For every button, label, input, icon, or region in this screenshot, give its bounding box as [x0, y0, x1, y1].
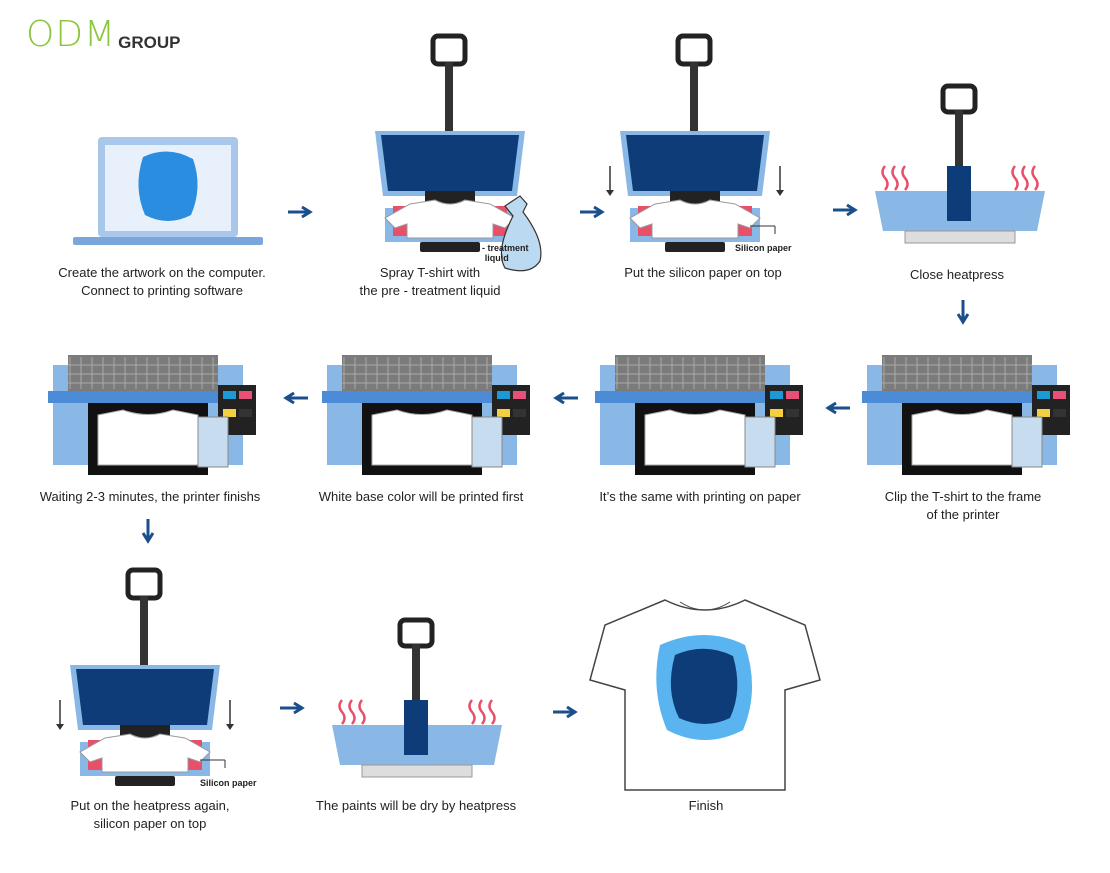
- heatpress-closed-icon: [332, 617, 502, 778]
- printer-icon: [322, 355, 530, 475]
- step-6-illustration: [595, 355, 810, 480]
- step-8-label: Waiting 2-3 minutes, the printer finishs: [39, 489, 261, 504]
- step-3-note: Silicon paper: [735, 243, 792, 253]
- step-5-label: Clip the T-shirt to the frame of the pri…: [884, 489, 1042, 522]
- step-1-illustration: [73, 137, 273, 257]
- flow-arrow-icon: [833, 203, 858, 217]
- odm-group-logo: ODM GROUP: [26, 14, 181, 55]
- step-6-label: It’s the same with printing on paper: [599, 489, 801, 504]
- flow-arrow-icon: [956, 300, 970, 325]
- flow-arrow-icon: [280, 701, 305, 715]
- step-1-label: Create the artwork on the computer. Conn…: [58, 265, 266, 298]
- step-8-illustration: [48, 355, 263, 480]
- heatpress-open-icon: [606, 33, 784, 252]
- printer-icon: [595, 355, 803, 475]
- step-11-label: Finish: [688, 798, 724, 813]
- step-9-label: Put on the heatpress again, silicon pape…: [70, 798, 230, 831]
- step-9-illustration: [50, 567, 250, 790]
- logo-brand: ODM: [26, 14, 117, 55]
- tshirt-icon: [589, 599, 821, 791]
- step-7-illustration: [322, 355, 537, 480]
- step-4-label: Close heatpress: [910, 267, 1004, 282]
- flow-arrow-icon: [283, 391, 308, 405]
- step-9-note: Silicon paper: [200, 778, 257, 788]
- flow-arrow-icon: [553, 705, 578, 719]
- step-2-label: Spray T-shirt with the pre - treatment l…: [359, 265, 501, 298]
- step-10-label: The paints will be dry by heatpress: [315, 798, 517, 813]
- heatpress-open-icon: [56, 567, 234, 786]
- flow-arrow-icon: [825, 401, 850, 415]
- step-11-illustration: [589, 590, 821, 791]
- logo-suffix: GROUP: [118, 33, 181, 52]
- flow-arrow-icon: [141, 519, 155, 544]
- step-5-illustration: [862, 355, 1077, 480]
- flow-arrow-icon: [288, 205, 313, 219]
- printer-icon: [862, 355, 1070, 475]
- heatpress-open-icon: [375, 33, 542, 272]
- flow-arrow-icon: [553, 391, 578, 405]
- step-3-illustration: [600, 33, 800, 256]
- step-7-label: White base color will be printed first: [318, 489, 524, 504]
- heatpress-closed-icon: [875, 83, 1045, 244]
- printer-icon: [48, 355, 256, 475]
- flow-arrow-icon: [580, 205, 605, 219]
- step-4-illustration: [865, 83, 1065, 256]
- step-2-note: Pre - treatment liquid: [465, 243, 529, 263]
- step-3-label: Put the silicon paper on top: [624, 265, 782, 280]
- step-10-illustration: [322, 617, 522, 790]
- laptop-icon: [73, 137, 263, 245]
- step-2-illustration: [355, 33, 555, 276]
